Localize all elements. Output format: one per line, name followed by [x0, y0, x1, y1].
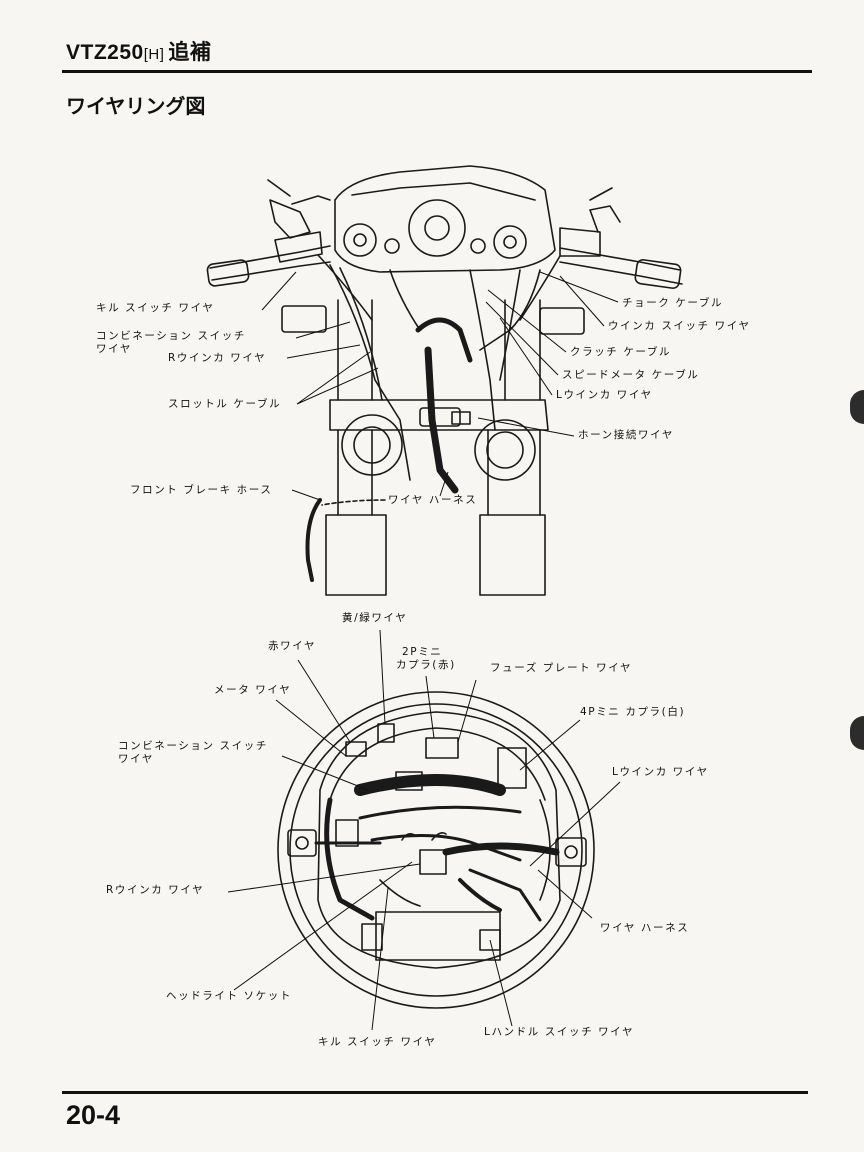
label-yellow-green-wire: 黄/緑ワイヤ	[342, 612, 408, 624]
label-choke-cable: チョーク ケーブル	[622, 297, 724, 309]
label-l-handle-switch-wire: Lハンドル スイッチ ワイヤ	[484, 1026, 635, 1038]
label-wire-harness-lower: ワイヤ ハーネス	[600, 922, 690, 934]
footer-rule	[62, 1091, 808, 1094]
label-combination-switch-wire-upper: コンビネーション スイッチ ワイヤ	[96, 330, 246, 356]
label-winker-switch-wire: ウインカ スイッチ ワイヤ	[608, 320, 751, 332]
label-red-wire: 赤ワイヤ	[268, 640, 317, 652]
label-l-winker-wire-lower: Lウインカ ワイヤ	[612, 766, 709, 778]
model-variant: [H]	[143, 46, 165, 63]
label-line: ワイヤ	[96, 343, 132, 355]
section-title: ワイヤリング図	[66, 94, 206, 118]
page-header: VTZ250[H]追補	[66, 36, 211, 66]
label-horn-wire: ホーン接続ワイヤ	[578, 429, 674, 441]
model-name: VTZ250	[66, 41, 144, 64]
label-combination-switch-wire-lower: コンビネーション スイッチ ワイヤ	[118, 740, 268, 766]
label-throttle-cable: スロットル ケーブル	[168, 398, 282, 410]
page-number: 20-4	[66, 1100, 121, 1130]
label-meter-wire: メータ ワイヤ	[214, 684, 292, 696]
label-r-winker-wire-upper: Rウインカ ワイヤ	[168, 352, 267, 364]
binder-hole-bottom	[850, 716, 864, 750]
supplement-label: 追補	[168, 41, 212, 64]
label-line: ワイヤ	[118, 753, 154, 765]
label-line: カプラ(赤)	[396, 659, 456, 671]
binder-hole-top	[850, 390, 864, 424]
label-fuse-plate-wire: フューズ プレート ワイヤ	[490, 662, 633, 674]
label-4p-mini-coupler: 4Pミニ カプラ(白)	[580, 706, 686, 718]
label-2p-mini-coupler: 2Pミニ カプラ(赤)	[396, 646, 456, 672]
label-wire-harness-upper: ワイヤ ハーネス	[388, 494, 478, 506]
header-rule	[62, 70, 812, 73]
label-speedometer-cable: スピードメータ ケーブル	[562, 369, 700, 381]
label-kill-switch-wire-upper: キル スイッチ ワイヤ	[96, 302, 215, 314]
label-line: 2Pミニ	[402, 646, 443, 658]
label-line: コンビネーション スイッチ	[118, 740, 268, 752]
label-r-winker-wire-lower: Rウインカ ワイヤ	[106, 884, 205, 896]
label-front-brake-hose: フロント ブレーキ ホース	[130, 484, 273, 496]
label-l-winker-wire-upper: Lウインカ ワイヤ	[556, 389, 653, 401]
label-headlight-socket: ヘッドライト ソケット	[166, 990, 292, 1002]
label-kill-switch-wire-lower: キル スイッチ ワイヤ	[318, 1036, 437, 1048]
label-clutch-cable: クラッチ ケーブル	[570, 346, 672, 358]
label-line: コンビネーション スイッチ	[96, 330, 246, 342]
